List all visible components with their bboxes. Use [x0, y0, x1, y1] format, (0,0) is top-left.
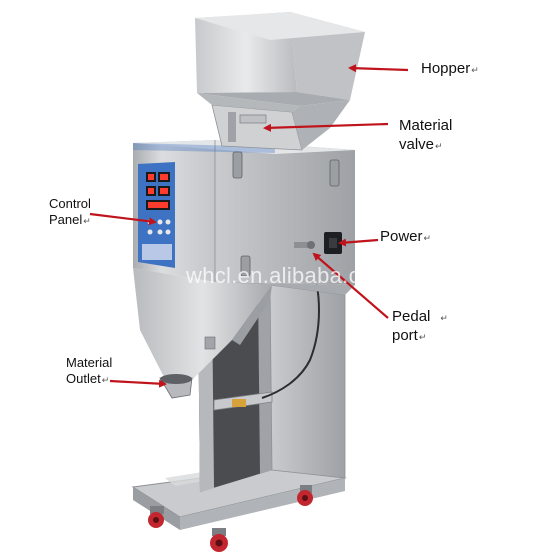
- arrow-material-valve: [263, 122, 389, 132]
- control-panel: [138, 162, 175, 268]
- arrow-power: [338, 238, 379, 247]
- latch-left: [232, 151, 243, 179]
- watermark: whcl.en.alibaba.com: [186, 263, 392, 288]
- label-material-valve-line2: valve: [399, 135, 435, 153]
- label-control-panel-line1: Control: [49, 196, 91, 211]
- return-mark: ↵: [471, 65, 479, 75]
- return-mark: ↵: [418, 331, 427, 342]
- material-outlet: [159, 374, 193, 399]
- caster-wheel-front-right: [210, 528, 228, 552]
- label-pedal-port: Pedal↵port↵: [392, 308, 448, 346]
- label-power-text: Power: [380, 228, 423, 245]
- label-material-outlet-line2: Outlet: [66, 371, 101, 387]
- latch-right: [329, 159, 340, 187]
- label-hopper: Hopper↵: [421, 60, 479, 79]
- label-pedal-port-line2: port: [392, 326, 418, 344]
- arrow-material-outlet: [109, 379, 167, 388]
- label-control-panel-line2: Panel: [49, 212, 83, 228]
- caster-wheel-front-left: [148, 506, 164, 528]
- hopper: [195, 12, 365, 150]
- return-mark: ↵: [101, 375, 110, 386]
- return-mark: ↵: [440, 313, 448, 323]
- label-hopper-text: Hopper: [421, 60, 471, 77]
- label-pedal-port-line1: Pedal: [392, 308, 431, 325]
- power-socket: [324, 232, 342, 254]
- pedal-port-connector: [294, 241, 315, 249]
- arrow-control-panel: [89, 212, 157, 226]
- caster-wheel-rear-right: [297, 485, 313, 506]
- return-mark: ↵: [83, 216, 91, 227]
- arrow-pedal-port: [312, 252, 389, 319]
- label-power: Power↵: [380, 228, 431, 247]
- discharge-cone: [133, 268, 355, 385]
- return-mark: ↵: [435, 140, 443, 151]
- arrow-hopper: [348, 64, 409, 73]
- label-material-valve-line1: Material: [399, 117, 453, 134]
- latch-lower: [240, 255, 251, 277]
- label-material-outlet-line1: Material: [66, 355, 113, 370]
- return-mark: ↵: [423, 233, 432, 243]
